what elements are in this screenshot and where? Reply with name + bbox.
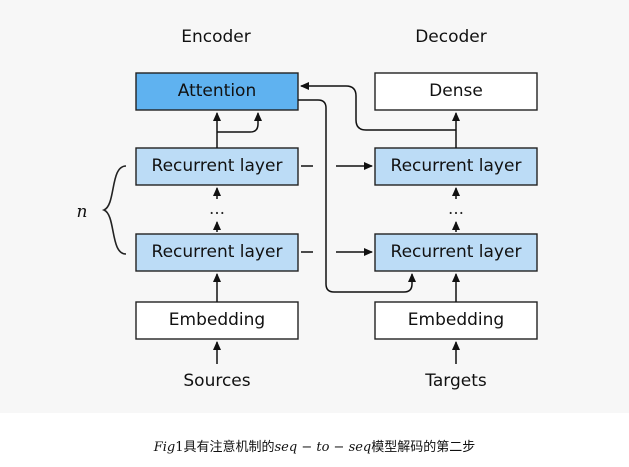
decoder-recurrent-bottom-box: Recurrent layer (374, 233, 538, 272)
caption-fig: Fig (153, 440, 176, 455)
encoder-recurrent-bottom-label: Recurrent layer (152, 242, 283, 262)
encoder-embedding-label: Embedding (169, 310, 265, 330)
decoder-recurrent-bottom-label: Recurrent layer (391, 242, 522, 262)
targets-label: Targets (424, 371, 487, 391)
caption-text-2: 模型解码的第二步 (371, 440, 476, 455)
sources-label: Sources (183, 371, 250, 391)
stack-brace (101, 165, 127, 255)
decoder-header: Decoder (415, 27, 487, 47)
encoder-attention-label: Attention (178, 81, 256, 101)
caption-seq2seq: seq − to − seq (274, 440, 372, 455)
decoder-recurrent-top-box: Recurrent layer (374, 147, 538, 186)
encoder-embedding-box: Embedding (135, 301, 299, 340)
encoder-dots: … (209, 199, 225, 218)
arrow-recurrent-branch-to-attention (217, 112, 262, 133)
encoder-recurrent-bottom-box: Recurrent layer (135, 233, 299, 272)
figure-caption: Fig1具有注意机制的seq − to − seq模型解码的第二步 (0, 436, 629, 455)
encoder-header: Encoder (181, 27, 251, 47)
decoder-dense-box: Dense (374, 72, 538, 111)
encoder-attention-box: Attention (135, 72, 299, 111)
stack-count-label: n (77, 202, 88, 222)
decoder-embedding-label: Embedding (408, 310, 504, 330)
decoder-embedding-box: Embedding (374, 301, 538, 340)
seq2seq-attention-diagram: Encoder Decoder Attention Recurrent laye… (77, 27, 538, 391)
decoder-dense-label: Dense (429, 81, 483, 101)
arrow-attention-context-to-decoder (298, 99, 416, 293)
encoder-recurrent-top-box: Recurrent layer (135, 147, 299, 186)
arrow-decoder-to-attention (300, 82, 456, 131)
decoder-dots: … (448, 199, 464, 218)
caption-text-1: 具有注意机制的 (183, 440, 275, 455)
diagram-panel (0, 0, 629, 413)
caption-number: 1 (175, 440, 184, 455)
decoder-recurrent-top-label: Recurrent layer (391, 156, 522, 176)
encoder-recurrent-top-label: Recurrent layer (152, 156, 283, 176)
